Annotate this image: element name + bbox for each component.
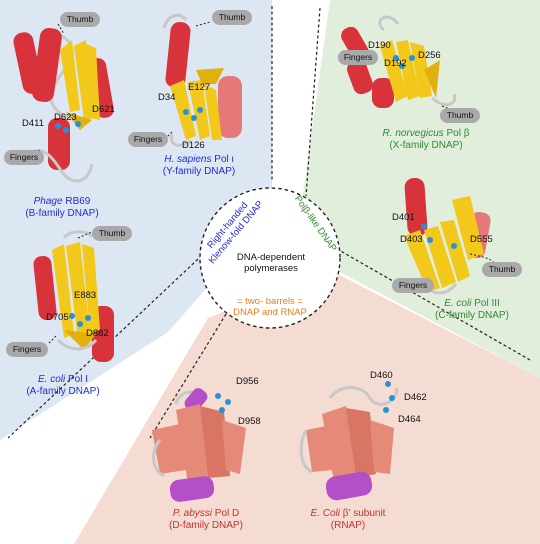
- rnap-residue-2: D462: [404, 392, 427, 403]
- pol1-residue-2: D705: [46, 312, 69, 323]
- phage-name-italic: Phage: [33, 196, 63, 207]
- human-residue-1: D34: [158, 92, 176, 103]
- phage-rb69-structure: [13, 23, 114, 183]
- rat-residue-1: D190: [368, 40, 391, 51]
- human-name-rest: Pol ι: [211, 154, 234, 165]
- pol3-residue-3: D555: [470, 234, 493, 245]
- ecoli-pol-i-structure: [33, 230, 114, 362]
- ecoli-rnap-structure: [299, 381, 398, 501]
- p-abyssi-pol-d-structure: [152, 388, 246, 502]
- pol3-family: (C-family DNAP): [435, 310, 509, 321]
- arc-label-two-barrels: = two- barrels = DNAP and RNAP: [222, 296, 318, 318]
- rnap-family: (RNAP): [330, 520, 366, 531]
- human-family: (Y-family DNAP): [162, 166, 236, 177]
- phage-fingers-label: Fingers: [4, 150, 44, 165]
- rat-pol-beta-structure: [341, 15, 457, 111]
- center-circle: [199, 187, 341, 329]
- human-residue-2: E127: [188, 82, 211, 93]
- pol3-caption: E. coli Pol III (C-family DNAP): [422, 298, 522, 322]
- rat-family: (X-family DNAP): [389, 140, 463, 151]
- abyssi-name-italic: P. abyssi: [172, 508, 213, 519]
- human-residue-3: D126: [182, 140, 205, 151]
- rnap-name-rest: β' subunit: [339, 508, 386, 519]
- pol3-fingers-label: Fingers: [392, 278, 434, 293]
- arc-two-barrels-line2: DNAP and RNAP: [233, 307, 307, 318]
- abyssi-caption: P. abyssi Pol D (D-family DNAP): [156, 508, 256, 532]
- rat-caption: R. norvegicus Pol β (X-family DNAP): [368, 128, 484, 152]
- pol3-name: E. coli Pol III: [422, 298, 522, 310]
- pol3-thumb-label: Thumb: [482, 262, 522, 277]
- abyssi-family: (D-family DNAP): [169, 520, 243, 531]
- pol1-residue-3: D882: [86, 328, 109, 339]
- human-thumb-label: Thumb: [212, 10, 252, 25]
- phage-thumb-label: Thumb: [60, 12, 100, 27]
- phage-name-rest: RB69: [62, 196, 91, 207]
- separator-lines: [7, 6, 531, 439]
- pol1-fingers-label: Fingers: [6, 342, 48, 357]
- human-pol-iota-structure: [162, 13, 242, 147]
- rat-name: R. norvegicus Pol β: [368, 128, 484, 140]
- abyssi-residue-2: D958: [238, 416, 261, 427]
- pol1-name-rest: Pol I: [65, 374, 89, 385]
- arc-two-barrels-line1: = two- barrels =: [237, 296, 303, 307]
- center-title: DNA-dependent polymerases: [232, 252, 310, 274]
- pol1-name: E. coli Pol I: [18, 374, 108, 386]
- pol3-residue-2: D403: [400, 234, 423, 245]
- rat-name-italic: R. norvegicus: [382, 128, 444, 139]
- pol1-family: (A-family DNAP): [26, 386, 100, 397]
- abyssi-residue-1: D956: [236, 376, 259, 387]
- rat-thumb-label: Thumb: [440, 108, 480, 123]
- rnap-name: E. Coli β' subunit: [296, 508, 400, 520]
- phage-caption: Phage RB69 (B-family DNAP): [20, 196, 104, 220]
- human-name-italic: H. sapiens: [164, 154, 212, 165]
- phage-name: Phage RB69: [20, 196, 104, 208]
- phage-residue-3: D621: [92, 104, 115, 115]
- center-title-line2: polymerases: [244, 263, 298, 274]
- abyssi-name-rest: Pol D: [212, 508, 240, 519]
- center-title-line1: DNA-dependent: [236, 252, 306, 263]
- abyssi-name: P. abyssi Pol D: [156, 508, 256, 520]
- ecoli-pol-iii-structure: [404, 177, 495, 295]
- rat-name-rest: Pol β: [443, 128, 470, 139]
- human-name: H. sapiens Pol ι: [146, 154, 252, 166]
- phage-family: (B-family DNAP): [25, 208, 99, 219]
- rnap-residue-1: D460: [370, 370, 393, 381]
- rnap-name-italic: E. Coli: [310, 508, 340, 519]
- phage-residue-2: D623: [54, 112, 77, 123]
- pol1-name-italic: E. coli: [37, 374, 66, 385]
- human-caption: H. sapiens Pol ι (Y-family DNAP): [146, 154, 252, 178]
- phage-residue-1: D411: [22, 118, 45, 129]
- rat-residue-2: D192: [384, 58, 407, 69]
- rat-residue-3: D256: [418, 50, 441, 61]
- pol1-caption: E. coli Pol I (A-family DNAP): [18, 374, 108, 398]
- pol1-thumb-label: Thumb: [92, 226, 132, 241]
- pol3-residue-1: D401: [392, 212, 415, 223]
- pol1-residue-1: E883: [74, 290, 97, 301]
- pol3-name-italic: E. coli: [444, 298, 472, 309]
- rnap-residue-3: D464: [398, 414, 421, 425]
- pol3-name-rest: Pol III: [471, 298, 500, 309]
- human-fingers-label: Fingers: [128, 132, 168, 147]
- rat-fingers-label: Fingers: [338, 50, 378, 65]
- rnap-caption: E. Coli β' subunit (RNAP): [296, 508, 400, 532]
